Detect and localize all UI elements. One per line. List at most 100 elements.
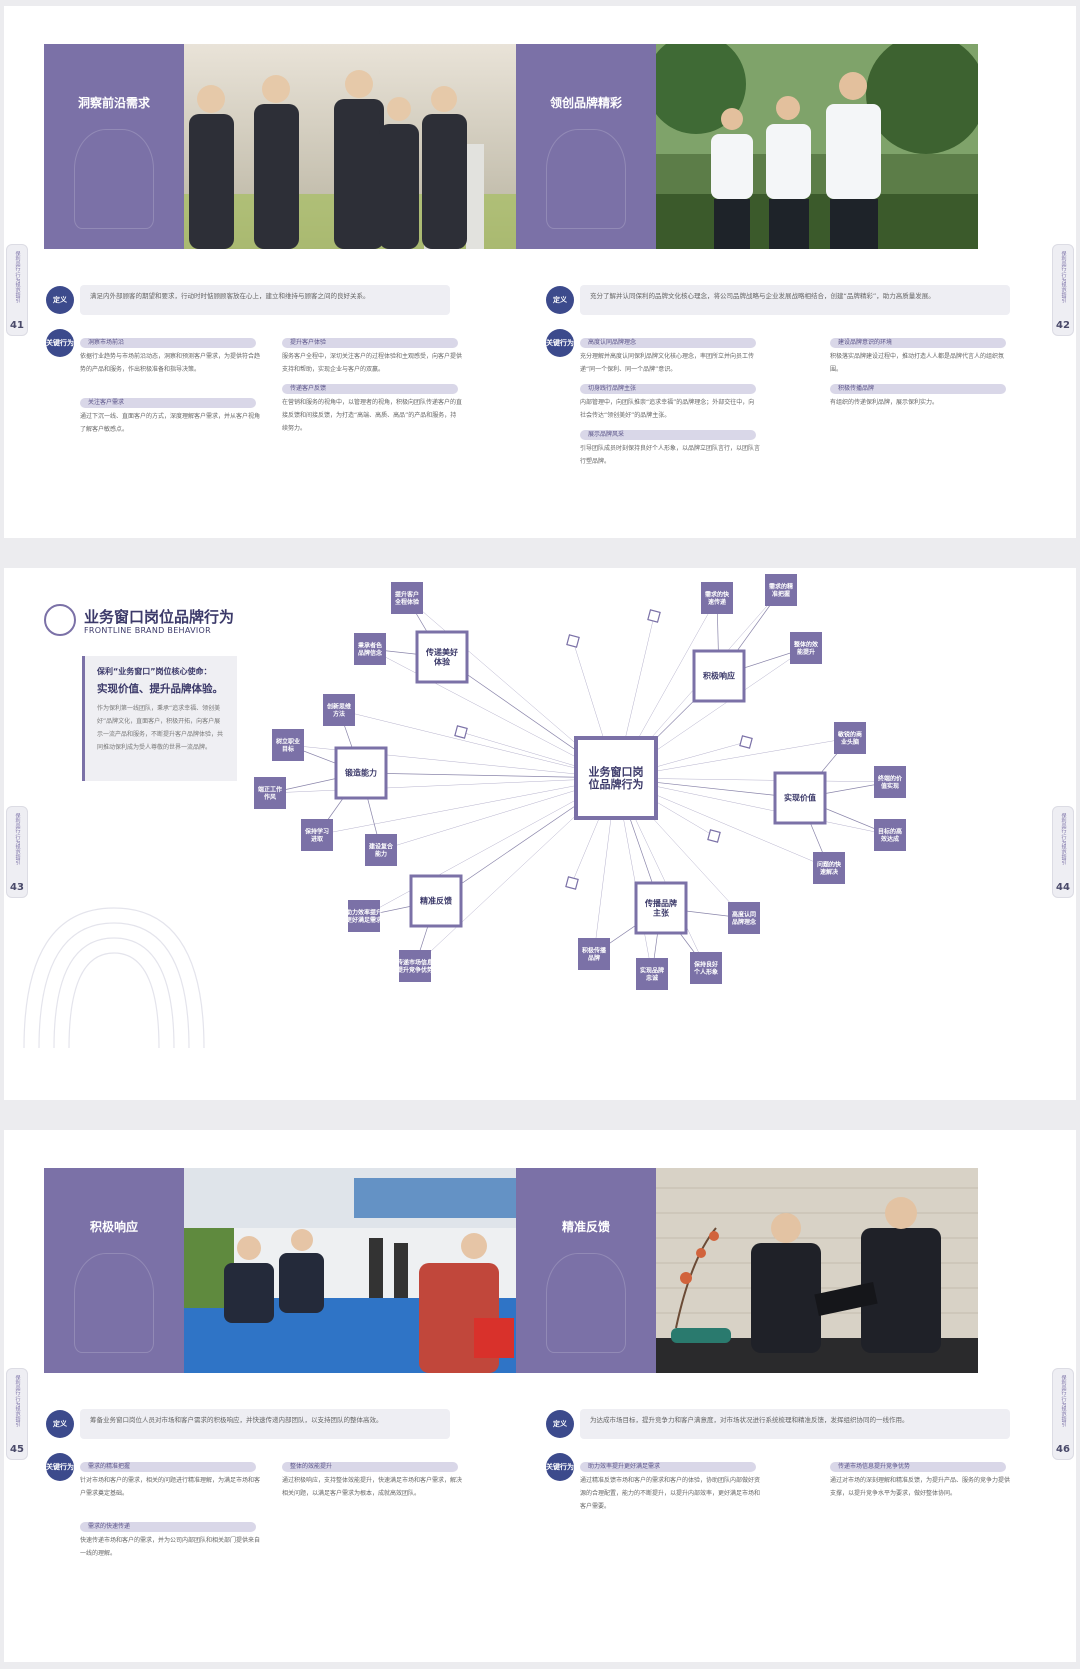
leaf-node-label: 能力: [375, 850, 387, 858]
item-title: 切身践行品牌主张: [580, 384, 756, 394]
leaf-node-label: 需求的快: [705, 590, 730, 598]
leaf-node-label: 树立职业: [276, 737, 300, 745]
hub-node: [415, 630, 469, 684]
leaf-node-label: 品牌理念: [732, 918, 756, 926]
leaf-node: [701, 582, 733, 614]
connector-line: [269, 777, 617, 794]
page-number: 41: [10, 320, 24, 331]
definition-text: 充分了解并认同保利的品牌文化核心理念，将公司品牌战略与企业发展战略相结合，创建“…: [580, 285, 1010, 315]
leaf-node: [365, 834, 397, 866]
connector-line: [338, 709, 617, 779]
item-title: 洞察市场前沿: [80, 338, 256, 348]
side-tab-page-41: 保利品行·行为规范指引 41: [6, 244, 28, 336]
item-title: 提升客户体验: [282, 338, 458, 348]
leaf-node: [636, 958, 668, 990]
item-text: 内部管理中，向团队推崇“追求幸福”的品牌理念；外部交往中，向社会传达“领创美好”…: [580, 399, 755, 419]
leaf-node-label: 忠诚: [646, 974, 658, 982]
hero-title: 领创品牌精彩: [549, 96, 622, 110]
side-tab-label: 保利品行·行为规范指引: [1060, 1375, 1067, 1427]
item-text: 积极落实品牌建设过程中，推动打造人人都是品牌代言人的组织氛围。: [830, 353, 1005, 373]
side-tab-label: 保利品行·行为规范指引: [14, 813, 21, 865]
definition-badge: 定义: [546, 286, 574, 314]
brand-behavior-mind-map: 业务窗口岗位品牌行为传递美好体验提升客户全程体验秉承者色品牌信念积极响应需求的快…: [254, 574, 906, 990]
connector-line: [615, 777, 891, 836]
key-actions-badge: 关键行为: [46, 329, 74, 357]
side-tab-label: 保利品行·行为规范指引: [1060, 251, 1067, 303]
hero-title-band: 洞察前沿需求: [44, 44, 184, 249]
mission-headline: 实现价值、提升品牌体验。: [97, 683, 223, 695]
watermark-pattern: [23, 907, 205, 1049]
hero-banner-left: 洞察前沿需求: [44, 44, 529, 249]
leaf-node: [790, 632, 822, 664]
leaf-node-label: 秉承者色: [357, 641, 382, 649]
leaf-node-label: 准把握: [772, 590, 790, 598]
item-text: 服务客户全程中，深切关注客户的过程体验和主观感受，向客户提供支持和帮助，实现企业…: [282, 353, 463, 373]
definition-text: 满足内外部顾客的期望和要求，行动时时惦顾顾客放在心上，建立和维持与顾客之间的良好…: [80, 285, 450, 315]
leaf-node: [874, 819, 906, 851]
hub-node: [334, 746, 388, 800]
connector-line: [360, 772, 617, 779]
item-title: 展示品牌风采: [580, 430, 756, 440]
side-tab-page-45: 保利品行·行为规范指引 45: [6, 1368, 28, 1460]
leaf-node-label: 效达成: [881, 835, 899, 843]
side-tab-page-46: 保利品行·行为规范指引 46: [1052, 1368, 1074, 1460]
leaf-node-label: 整体的效: [793, 640, 818, 648]
leaf-node-label: 品牌信念: [358, 649, 382, 657]
decorative-square: [647, 609, 661, 623]
item-title: 需求的快速传递: [80, 1522, 256, 1532]
item-text: 通过积极响应，支持整体效能提升，快速满足市场和客户需求，解决相关问题，以满足客户…: [282, 1477, 463, 1497]
side-tab-page-42: 保利品行·行为规范指引 42: [1052, 244, 1074, 336]
decorative-square: [565, 876, 579, 890]
section-subtitle: FRONTLINE BRAND BEHAVIOR: [84, 626, 212, 635]
leaf-node-label: 作风: [264, 793, 276, 801]
hub-node-label: 主张: [653, 907, 670, 917]
hub-node-label: 锻造能力: [345, 768, 377, 778]
leaf-node: [813, 852, 845, 884]
definition-badge: 定义: [46, 286, 74, 314]
connector-line: [615, 777, 891, 783]
hub-node-label: 传播品牌: [644, 898, 677, 908]
leaf-node-label: 助力效率提升: [346, 908, 382, 916]
leaf-node: [690, 952, 722, 984]
item-title: 建设品牌意识的环境: [830, 338, 1006, 348]
leaf-node-label: 敏锐的商: [837, 730, 862, 738]
mission-quote: 保利“业务窗口”岗位核心使命：: [97, 667, 212, 676]
item-title: 整体的效能提升: [282, 1462, 458, 1472]
definition-badge: 定义: [546, 1410, 574, 1438]
item-text: 快速传递市场和客户的需求，并为公司内部团队和相关部门提供来自一线的理解。: [80, 1537, 261, 1557]
watermark-emblem: [74, 1253, 154, 1353]
key-actions-badge: 关键行为: [46, 1453, 74, 1481]
page-number: 46: [1056, 1444, 1070, 1455]
leaf-node: [834, 722, 866, 754]
spread-pages-43-44: 业务窗口岗位品牌行为 FRONTLINE BRAND BEHAVIOR 保利“业…: [4, 568, 1076, 1100]
leaf-node-label: 终端的价: [877, 774, 903, 782]
page-number: 42: [1056, 320, 1070, 331]
item-text: 针对市场和客户的需求，相关的问题进行精准理解，为满足市场和客户需求奠定基础。: [80, 1477, 261, 1497]
leaf-node-label: 目标的高: [878, 827, 902, 835]
definition-badge: 定义: [46, 1410, 74, 1438]
hero-banner-right: 精准反馈: [516, 1168, 978, 1373]
watermark-emblem: [546, 1253, 626, 1353]
leaf-node: [301, 819, 333, 851]
side-tab-page-43: 保利品行·行为规范指引 43: [6, 806, 28, 898]
hub-node-label: 实现价值: [784, 793, 816, 803]
leaf-node: [578, 938, 610, 970]
leaf-node-label: 建设复合: [369, 842, 394, 850]
item-title: 传递市场信息提升竞争优势: [830, 1462, 1006, 1472]
leaf-node: [254, 777, 286, 809]
leaf-node-label: 进取: [311, 835, 324, 843]
leaf-node: [399, 950, 431, 982]
definition-text: 筹备业务窗口岗位人员对市场和客户需求的积极响应，并快速传递内部团队，以支持团队的…: [80, 1409, 450, 1439]
hub-node: [634, 881, 688, 935]
leaf-node-label: 问题的快: [817, 860, 842, 868]
hub-node: [692, 649, 746, 703]
hero-title: 精准反馈: [561, 1220, 610, 1234]
page-number: 45: [10, 1444, 24, 1455]
leaf-node-label: 方法: [333, 710, 345, 718]
leaf-node-label: 积极传播: [582, 946, 607, 954]
leaf-node-label: 提升竞争优势: [397, 966, 433, 974]
hero-title: 积极响应: [89, 1220, 138, 1234]
item-title: 积极传播品牌: [830, 384, 1006, 394]
decorative-square: [707, 829, 721, 843]
leaf-node-label: 提升客户: [395, 590, 419, 598]
